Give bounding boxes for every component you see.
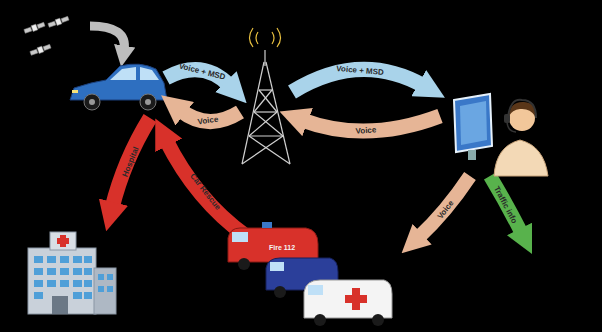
satellite-icons-part-part bbox=[31, 24, 38, 31]
hospital-building-part-part bbox=[60, 256, 69, 263]
cell-tower-part bbox=[249, 112, 277, 136]
cell-tower-part bbox=[277, 28, 281, 47]
operator-illustration-part bbox=[508, 100, 536, 118]
hospital-building-part-part bbox=[34, 256, 43, 263]
cell-tower-part bbox=[249, 135, 283, 136]
rescue-arrow bbox=[166, 140, 246, 236]
hospital-building-part-part bbox=[84, 280, 92, 287]
hospital-building-part-part bbox=[107, 286, 113, 292]
hospital-building-part-part bbox=[84, 292, 92, 299]
car-illustration bbox=[70, 64, 167, 110]
hospital-building-part bbox=[52, 296, 68, 314]
hospital-building-part-part bbox=[98, 286, 104, 292]
police-van-part bbox=[274, 286, 286, 298]
satellite-icons-part-part bbox=[37, 22, 45, 28]
hospital-building-part-part bbox=[73, 280, 82, 287]
hospital-building-part bbox=[57, 238, 69, 244]
police-van-part bbox=[270, 262, 284, 271]
cell-tower-part bbox=[250, 28, 254, 47]
car-illustration-part bbox=[110, 67, 136, 80]
hospital-building-part-part bbox=[98, 274, 104, 280]
fire-truck-part bbox=[238, 258, 250, 270]
hospital-building-part-part bbox=[73, 292, 82, 299]
cell-tower-part bbox=[264, 50, 265, 66]
operator-illustration-part bbox=[507, 122, 516, 132]
hospital-building-part bbox=[28, 248, 96, 314]
cell-tower-part bbox=[254, 90, 272, 112]
hospital-building-part-part bbox=[34, 268, 43, 275]
satellite-icons-part-part bbox=[37, 46, 44, 53]
hospital-building-part-part bbox=[107, 274, 113, 280]
fire-truck-part bbox=[232, 232, 248, 242]
operator-illustration-part bbox=[494, 140, 548, 176]
fire-truck-part bbox=[262, 222, 272, 228]
hospital-building-part-part bbox=[84, 256, 92, 263]
hospital-building-part bbox=[34, 256, 113, 299]
cell-tower-part bbox=[272, 32, 274, 44]
cell-tower-part bbox=[249, 136, 290, 164]
hospital-building-part bbox=[50, 232, 76, 250]
hospital-building-part-part bbox=[84, 268, 92, 275]
operator-illustration-part bbox=[460, 101, 487, 145]
hospital-building-part-part bbox=[60, 268, 69, 275]
satellite-icons-part bbox=[30, 43, 52, 56]
satellite-icons bbox=[24, 15, 70, 56]
car-illustration-part bbox=[145, 99, 151, 105]
cell-tower-part bbox=[242, 136, 283, 164]
satellite-icons-part bbox=[48, 15, 70, 28]
satellite-icons-part-part bbox=[61, 16, 69, 22]
hospital-building-part-part bbox=[47, 280, 56, 287]
ambulance-part bbox=[345, 295, 367, 303]
car-illustration-part bbox=[89, 99, 95, 105]
voice-arrow bbox=[418, 176, 470, 238]
arrow-label: Fire 112 bbox=[269, 244, 295, 251]
ambulance bbox=[304, 280, 392, 326]
cell-tower-part bbox=[256, 32, 258, 44]
satellite-icons-part-part bbox=[43, 44, 51, 50]
satellite-icons-part-part bbox=[24, 27, 32, 33]
ambulance-part bbox=[372, 314, 384, 326]
satellite-icons-part-part bbox=[30, 49, 38, 55]
satellite-icons-part bbox=[24, 21, 46, 34]
cell-tower-part bbox=[259, 89, 272, 90]
ambulance-part bbox=[308, 285, 323, 295]
ambulance-part bbox=[304, 280, 392, 318]
fire-truck-part bbox=[228, 228, 318, 262]
cell-tower-part bbox=[266, 62, 290, 164]
arrow-label: Voice bbox=[355, 126, 376, 135]
operator-illustration-part bbox=[454, 94, 492, 152]
cell-tower-part bbox=[254, 111, 277, 112]
hospital-building-part-part bbox=[34, 292, 43, 299]
cell-tower bbox=[242, 28, 290, 164]
satellite-icons-part-part bbox=[48, 21, 56, 27]
car-illustration-part bbox=[84, 94, 100, 110]
gps-arrow bbox=[90, 26, 124, 50]
hospital-building-part-part bbox=[73, 256, 82, 263]
cell-tower-part bbox=[259, 90, 277, 112]
hospital-arrow bbox=[112, 118, 150, 208]
satellite-icons-part-part bbox=[55, 18, 62, 25]
car-illustration-part bbox=[72, 90, 78, 93]
operator-illustration bbox=[454, 94, 548, 176]
hospital-building-part-part bbox=[47, 268, 56, 275]
ambulance-part bbox=[314, 314, 326, 326]
hospital-building bbox=[28, 232, 116, 314]
cell-tower-part bbox=[242, 62, 264, 164]
hospital-building-part-part bbox=[73, 268, 82, 275]
car-illustration-part bbox=[140, 67, 159, 80]
hospital-building-part-part bbox=[47, 256, 56, 263]
hospital-building-part-part bbox=[34, 280, 43, 287]
hospital-building-part-part bbox=[60, 280, 69, 287]
hospital-building-part bbox=[94, 268, 116, 314]
car-illustration-part bbox=[70, 64, 167, 100]
operator-illustration-part bbox=[468, 150, 476, 160]
cell-tower-part bbox=[254, 112, 283, 136]
operator-illustration-part bbox=[504, 114, 510, 123]
car-illustration-part bbox=[140, 94, 156, 110]
traffic-arrow bbox=[490, 176, 522, 234]
